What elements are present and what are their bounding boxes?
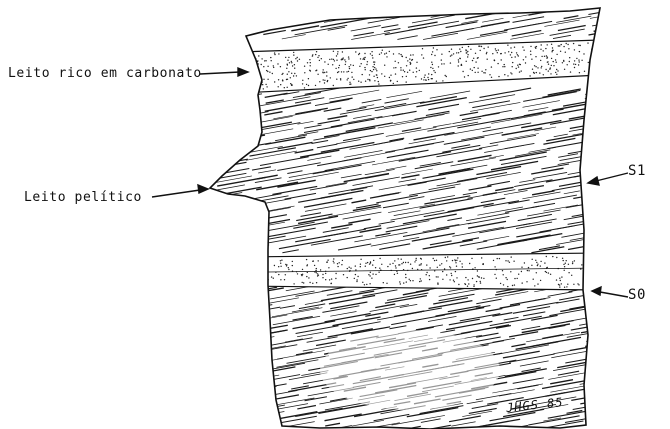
s0-arrow bbox=[592, 287, 628, 297]
s0-label: S0 bbox=[628, 287, 646, 303]
s1-arrow bbox=[588, 173, 628, 185]
carbonate-bed-label: Leito rico em carbonato bbox=[8, 66, 202, 81]
pelitic-arrow bbox=[152, 185, 208, 197]
carbonate-arrow bbox=[200, 68, 248, 76]
s1-label: S1 bbox=[628, 163, 646, 179]
pelitic-bed-label: Leito pelítico bbox=[24, 190, 142, 205]
